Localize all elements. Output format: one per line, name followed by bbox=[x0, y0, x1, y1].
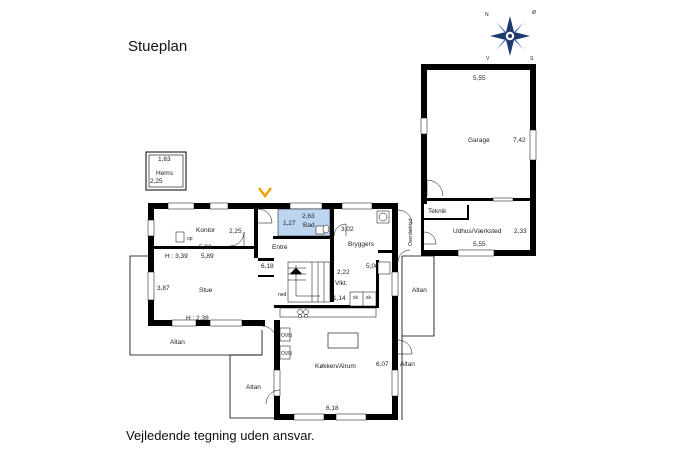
udhus-label: Udhus/Værksted bbox=[453, 228, 502, 235]
udhus-width: 5,55 bbox=[473, 241, 486, 248]
kokken-height: 6,07 bbox=[376, 361, 389, 368]
hems: 1,63 Hems 2,25 bbox=[145, 151, 187, 191]
bryggers-label: Bryggers bbox=[348, 241, 375, 248]
disclaimer-note: Vejledende tegning uden ansvar. bbox=[126, 428, 315, 443]
bad-height: 1,27 bbox=[283, 220, 296, 227]
altan-label-4: Altan bbox=[400, 361, 415, 368]
stair-label: ned bbox=[278, 292, 287, 298]
bad-label: Bad bbox=[303, 222, 315, 229]
garage-label: Garage bbox=[468, 137, 490, 144]
kitchen-counter bbox=[279, 307, 377, 360]
garage-width: 5,55 bbox=[473, 75, 486, 82]
altan-label-2: Altan bbox=[246, 384, 261, 391]
hems-height: 2,25 bbox=[150, 178, 163, 185]
altan-label-1: Altan bbox=[170, 339, 185, 346]
overdaekket-label: Overdækket bbox=[408, 218, 414, 246]
hems-label: Hems bbox=[156, 170, 174, 177]
teknik-label: Teknik bbox=[428, 208, 447, 215]
vikt-label: Vikt. bbox=[335, 280, 348, 287]
page-title: Stueplan bbox=[128, 38, 188, 55]
kontor-height: 2,25 bbox=[229, 228, 242, 235]
compass-v: V bbox=[486, 56, 490, 62]
staircase bbox=[287, 261, 331, 303]
kokken-label: Køkken/Alrum bbox=[315, 363, 356, 370]
stue-width: 5,89 bbox=[201, 253, 214, 260]
stue-ceil1: H : 3,39 bbox=[165, 253, 188, 260]
compass-rose-icon: N Ø S V bbox=[485, 10, 536, 62]
vikt-width: 2,22 bbox=[337, 269, 350, 276]
vikt-height: 1,14 bbox=[333, 295, 346, 302]
stue-height: 3,87 bbox=[157, 285, 170, 292]
ovn-label-1: OVN bbox=[281, 333, 292, 339]
kontor-width: 5,03 bbox=[199, 244, 212, 251]
entre-label: Entré bbox=[272, 244, 288, 251]
sk-label-2: sk bbox=[366, 295, 372, 301]
kontor-op: op bbox=[187, 236, 193, 242]
altan-label-3: Altan bbox=[412, 287, 427, 294]
kontor-label: Kontor bbox=[196, 227, 216, 234]
stue-ceil2: H : 2,38 bbox=[186, 315, 209, 322]
bryggers-width: 3,02 bbox=[341, 226, 354, 233]
udhus-height: 2,33 bbox=[514, 228, 527, 235]
compass-n: N bbox=[485, 12, 489, 18]
compass-o: Ø bbox=[532, 10, 536, 16]
altan-outlines bbox=[129, 255, 435, 420]
kokken-width: 6,18 bbox=[326, 405, 339, 412]
bad-width: 2,63 bbox=[302, 213, 315, 220]
hall-width: 6,18 bbox=[261, 263, 274, 270]
bryggers-height: 5,06 bbox=[366, 263, 379, 270]
hems-width: 1,63 bbox=[158, 156, 171, 163]
ovn-label-2: OVN bbox=[281, 351, 292, 357]
sk-label-1: sk bbox=[353, 295, 359, 301]
entrance-arrow-icon bbox=[258, 187, 272, 199]
garage-height: 7,42 bbox=[513, 137, 526, 144]
compass-s: S bbox=[530, 56, 534, 62]
stue-label: Stue bbox=[199, 287, 213, 294]
